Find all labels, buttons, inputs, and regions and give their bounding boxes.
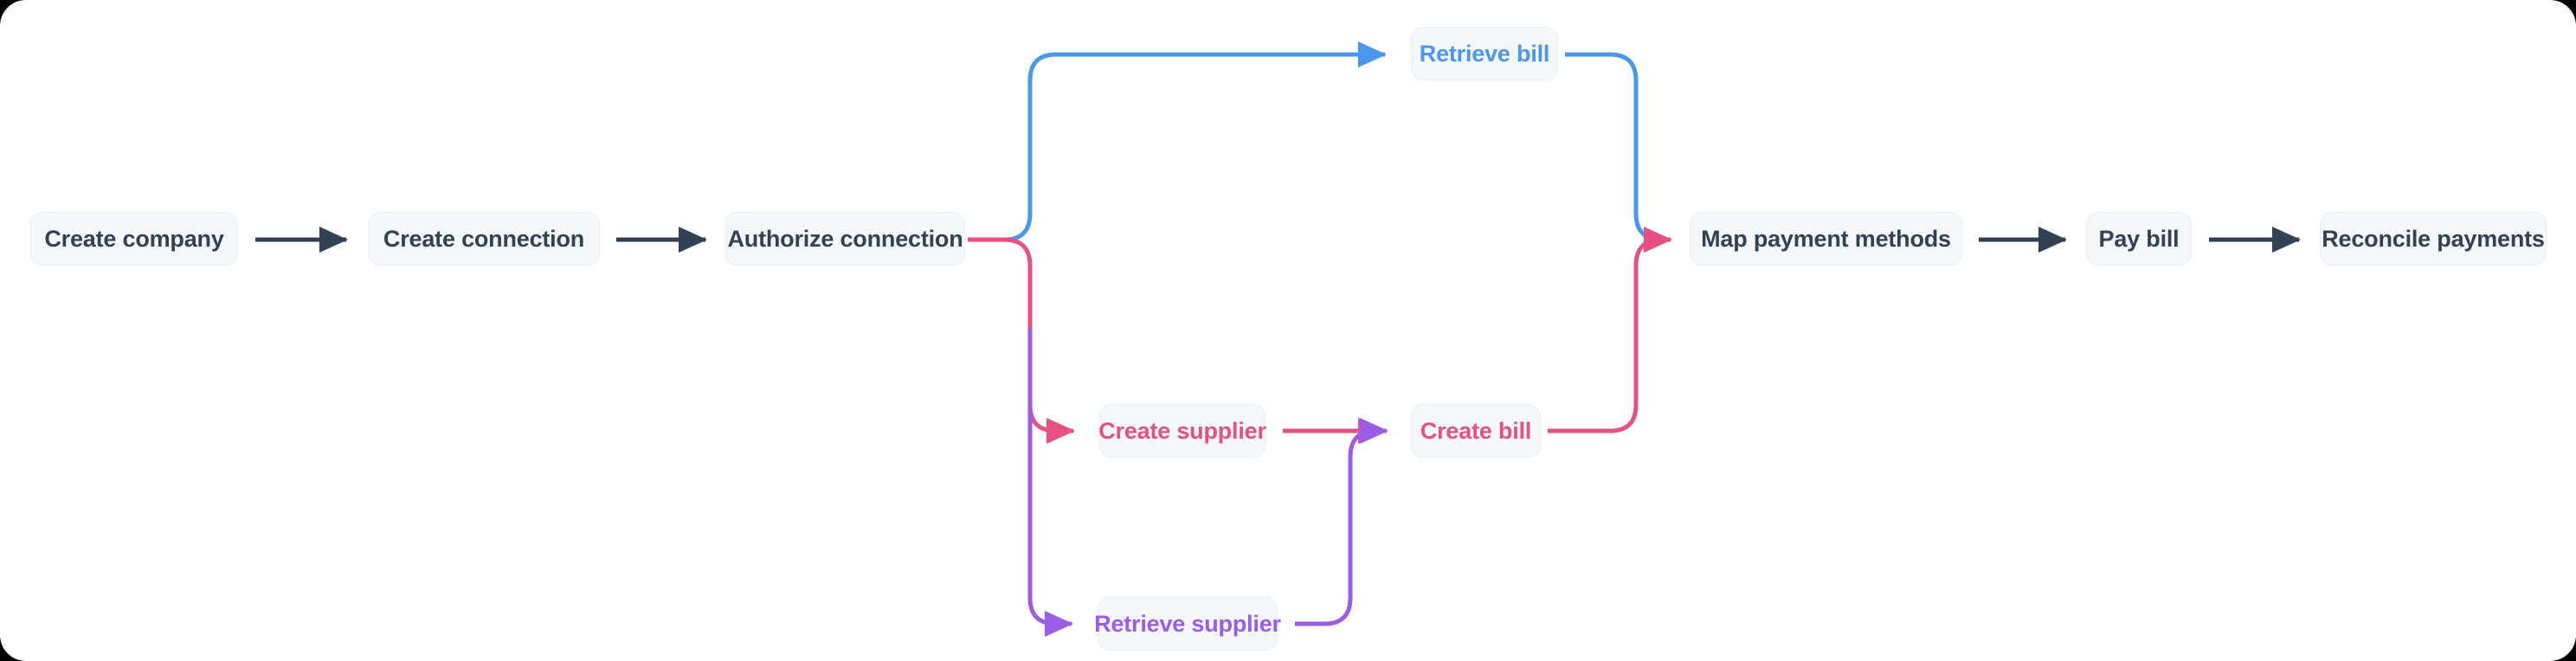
node-create-bill[interactable]: Create bill — [1411, 404, 1541, 458]
node-pay-bill[interactable]: Pay bill — [2086, 212, 2192, 266]
node-label: Create supplier — [1098, 417, 1266, 444]
node-create-supplier[interactable]: Create supplier — [1098, 404, 1266, 458]
node-retrieve-bill[interactable]: Retrieve bill — [1411, 27, 1558, 80]
node-map-payment-methods[interactable]: Map payment methods — [1690, 212, 1962, 266]
node-label: Reconcile payments — [2322, 225, 2545, 252]
edge-authorize-connection-to-create-supplier — [968, 237, 1076, 444]
node-label: Authorize connection — [727, 225, 963, 252]
node-create-connection[interactable]: Create connection — [368, 212, 600, 266]
node-authorize-connection[interactable]: Authorize connection — [725, 212, 965, 266]
node-label: Pay bill — [2098, 225, 2180, 252]
edge-retrieve-supplier-to-create-bill — [1295, 417, 1389, 626]
edge-authorize-connection-to-retrieve-supplier — [1027, 329, 1074, 637]
edge-authorize-connection-to-retrieve-bill — [968, 41, 1388, 242]
node-label: Create bill — [1420, 417, 1532, 444]
edge-retrieve-bill-to-map-payment-methods — [1565, 52, 1673, 253]
node-label: Create connection — [383, 225, 585, 252]
node-label: Create company — [44, 225, 224, 252]
node-create-company[interactable]: Create company — [30, 212, 238, 266]
node-reconcile-payments[interactable]: Reconcile payments — [2320, 212, 2547, 266]
node-label: Retrieve bill — [1419, 40, 1550, 67]
node-label: Retrieve supplier — [1094, 610, 1281, 637]
edge-create-bill-to-map-payment-methods — [1548, 226, 1673, 433]
node-retrieve-supplier[interactable]: Retrieve supplier — [1094, 597, 1281, 651]
node-label: Map payment methods — [1701, 225, 1951, 252]
